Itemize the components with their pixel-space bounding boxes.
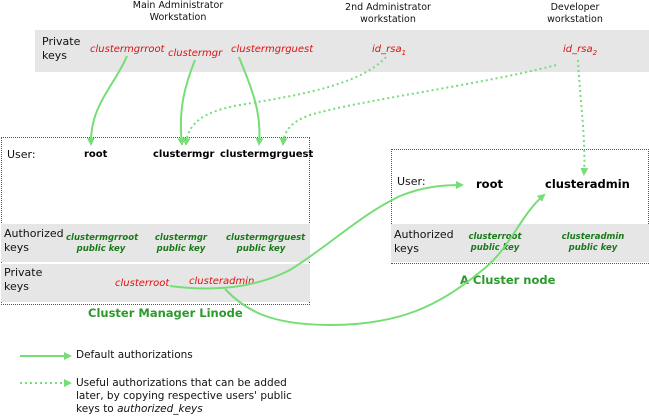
node-user-root: root (476, 177, 503, 191)
node-user-label: User: (397, 175, 426, 188)
key-id-rsa-2: id_rsa2 (563, 44, 598, 57)
workstation-private-keys-label: Private keys (42, 35, 81, 62)
key-clustermgrguest: clustermgrguest (231, 44, 314, 55)
arrow-clustermgrguest-to-clustermgrguest (238, 56, 264, 146)
cluster-manager-title: Cluster Manager Linode (88, 306, 243, 320)
legend-default-text: Default authorizations (76, 349, 193, 361)
manager-pubkey-clustermgr: clustermgr public key (154, 233, 208, 254)
arrow-clusteradmin-to-node-clusteradmin (224, 193, 546, 327)
manager-user-clustermgrguest: clustermgrguest (220, 149, 314, 160)
key-clustermgrroot: clustermgrroot (90, 44, 165, 55)
manager-user-label: User: (7, 148, 36, 161)
node-pubkey-clusteradmin: clusteradmin public key (561, 232, 625, 253)
manager-private-keys-label: Private keys (4, 266, 43, 293)
cluster-node-title: A Cluster node (460, 273, 556, 287)
developer-workstation-label: Developer workstation (547, 2, 603, 25)
main-admin-workstation-label: Main Administrator Workstation (132, 0, 224, 23)
arrow-clustermgrroot-to-root (86, 55, 128, 146)
workstation-private-keys-band (35, 30, 649, 72)
node-pubkey-clusterroot: clusterroot public key (468, 232, 522, 253)
arrow-clustermgr-to-clustermgr (177, 59, 196, 146)
arrow-rsa2-to-clustermgrguest (279, 64, 557, 146)
node-authorized-keys-label: Authorized keys (394, 228, 454, 255)
manager-user-root: root (84, 149, 108, 160)
key-clusterroot: clusterroot (115, 278, 170, 289)
node-authorized-keys-band (391, 224, 649, 262)
legend-useful-text: Useful authorizations that can be added … (76, 377, 292, 415)
key-clusteradmin: clusteradmin (189, 276, 255, 287)
arrow-rsa2-to-node-clusteradmin (577, 59, 589, 176)
manager-user-clustermgr: clustermgr (153, 149, 215, 160)
node-user-clusteradmin: clusteradmin (545, 177, 630, 191)
manager-authorized-keys-label: Authorized keys (4, 227, 64, 254)
manager-authorized-keys-band (1, 224, 310, 262)
cluster-manager-box (1, 137, 310, 305)
manager-pubkey-clustermgrroot: clustermgrroot public key (66, 233, 139, 254)
arrow-clusterroot-to-node-root (169, 181, 464, 290)
second-admin-workstation-label: 2nd Administrator workstation (345, 2, 431, 25)
key-clustermgr: clustermgr (168, 48, 223, 59)
key-id-rsa-1: id_rsa1 (372, 44, 407, 57)
manager-pubkey-clustermgrguest: clustermgrguest public key (226, 233, 306, 254)
